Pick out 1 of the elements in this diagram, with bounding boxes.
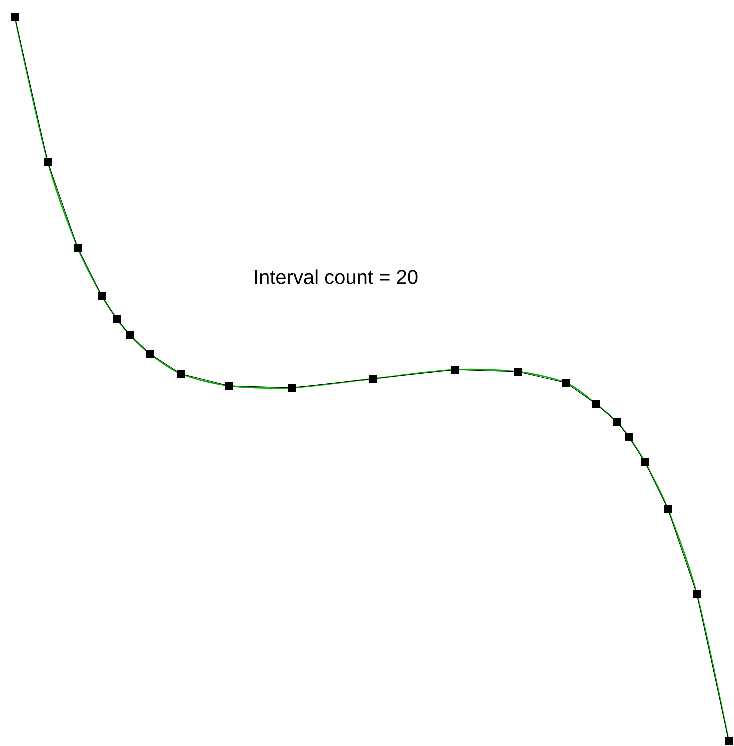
curve-label: Interval count = 20 [255,270,418,284]
